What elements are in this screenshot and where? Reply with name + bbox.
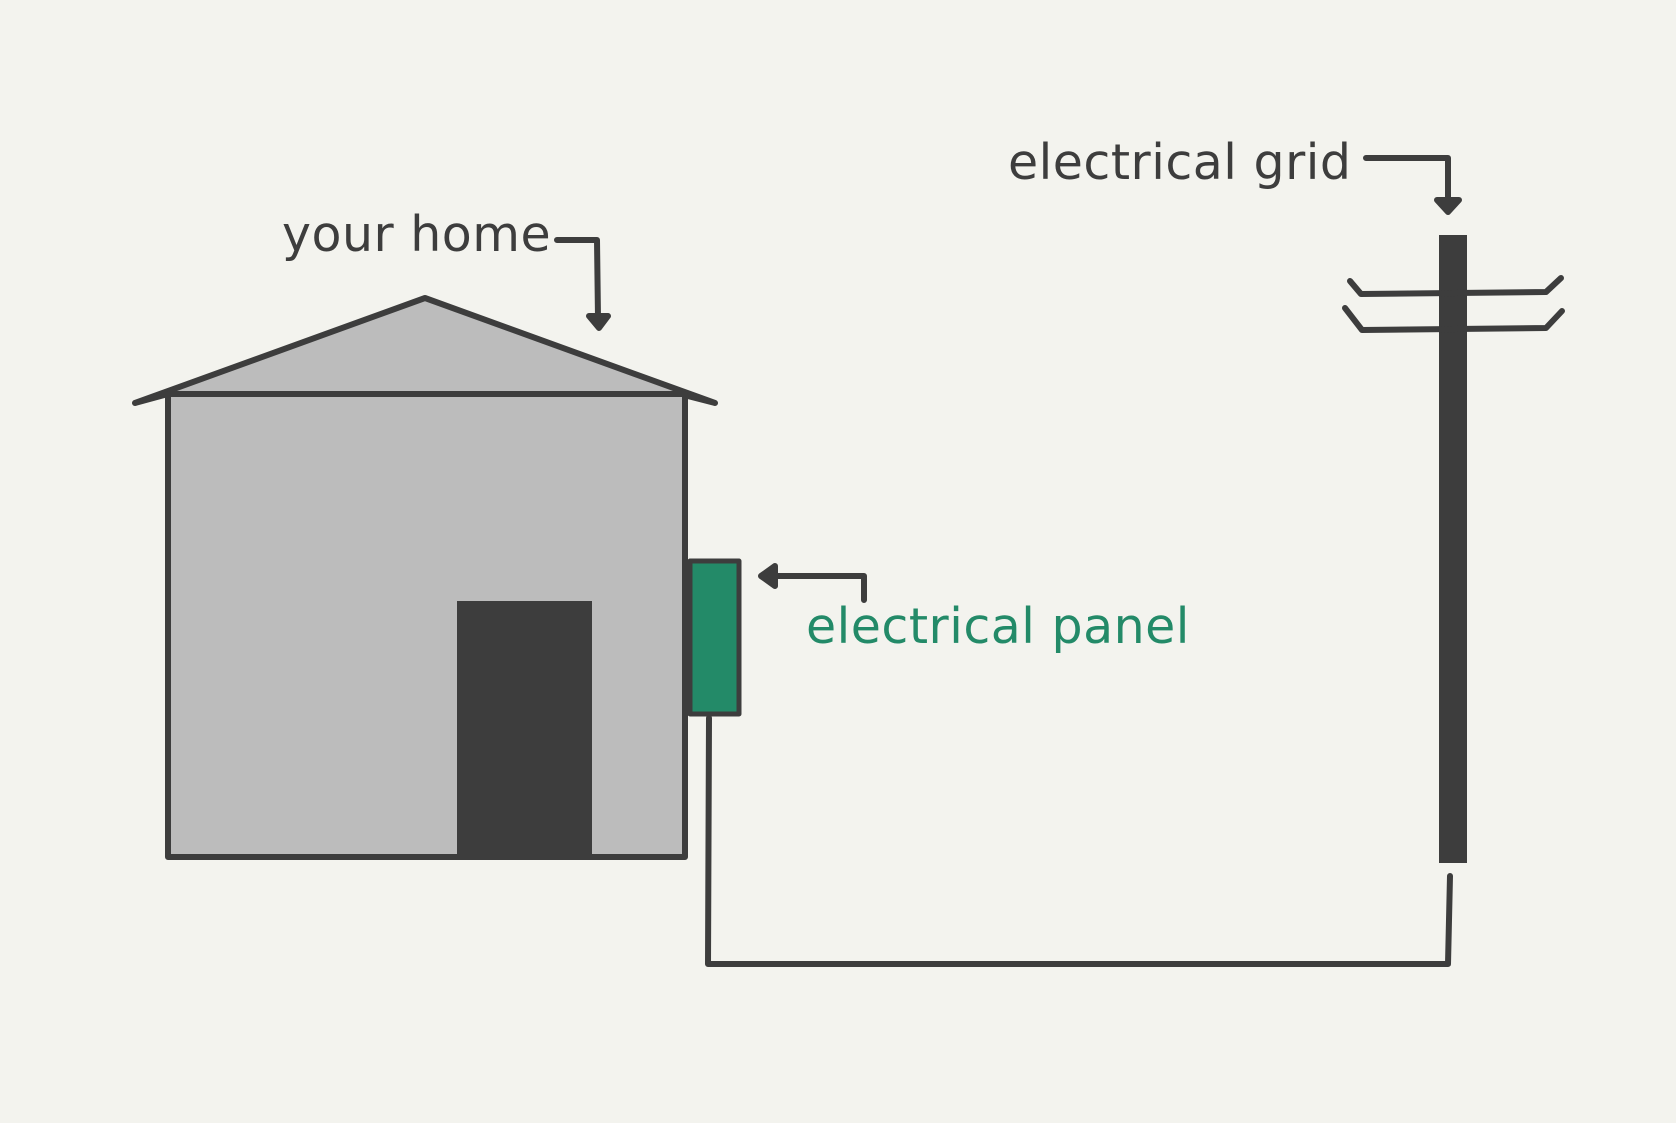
home-pointer-line — [554, 237, 601, 321]
grid-label: electrical grid — [1008, 134, 1352, 191]
utility-pole — [1439, 235, 1467, 863]
house-body — [165, 391, 688, 860]
grid-pointer-arrowhead — [1434, 197, 1462, 215]
electrical-panel-box — [687, 558, 742, 717]
panel-label: electrical panel — [806, 598, 1190, 655]
pole-crossarm-upper — [1347, 275, 1564, 297]
panel-pointer-arrowhead — [758, 563, 778, 589]
home-label: your home — [282, 206, 552, 263]
power-line — [705, 715, 1453, 967]
house-roof — [132, 295, 718, 406]
panel-pointer-line — [770, 573, 867, 603]
house-door — [457, 601, 592, 855]
pole-crossarm-lower — [1342, 305, 1565, 333]
home-pointer-arrowhead — [586, 313, 611, 331]
grid-pointer-line — [1363, 155, 1451, 204]
